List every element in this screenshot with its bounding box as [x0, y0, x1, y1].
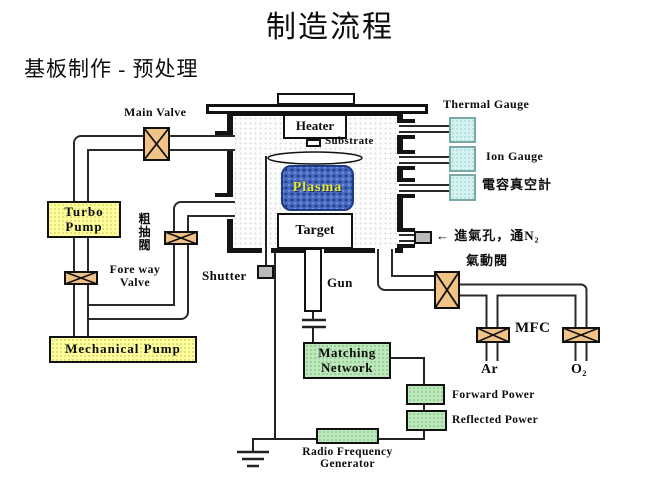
chamber-right-wall [397, 166, 403, 182]
forward-power-box [406, 384, 445, 405]
mfc-ar-valve [476, 327, 510, 343]
page-subtitle: 基板制作 - 预处理 [24, 57, 199, 81]
shutter-box [257, 265, 274, 279]
gun-body [304, 248, 322, 312]
lid-feedthrough [277, 93, 355, 105]
forward-power-label: Forward Power [452, 389, 535, 401]
port-flange [215, 131, 227, 135]
plasma-region: Plasma [281, 165, 354, 211]
thermal-gauge-label: Thermal Gauge [443, 97, 530, 111]
substrate-box [306, 139, 321, 147]
ground-icon [237, 450, 269, 468]
thermal-gauge-box [449, 117, 476, 143]
substrate-label: Substrate [325, 135, 374, 147]
capacitance-gauge-label: 電容真空計 [482, 177, 553, 192]
chamber-bottom-wall [324, 248, 375, 253]
ar-label: Ar [481, 362, 499, 377]
ion-gauge-box [449, 146, 476, 172]
gas-inlet-port [414, 231, 432, 244]
reflected-power-box [406, 410, 447, 431]
matching-network-box: Matching Network [303, 342, 391, 379]
chamber-right-wall [397, 135, 403, 154]
mfc-label: MFC [515, 320, 551, 336]
port-flange [403, 178, 415, 182]
shutter-label: Shutter [202, 268, 247, 283]
mechanical-pump-box: Mechanical Pump [49, 336, 197, 363]
port-flange [403, 244, 415, 248]
main-valve-label: Main Valve [124, 105, 187, 119]
capacitance-gauge-box [449, 174, 476, 201]
chamber-bottom-wall [395, 248, 403, 253]
chamber-right-wall [397, 110, 403, 123]
port-flange [403, 166, 415, 170]
page-title: 制造流程 [266, 11, 394, 44]
chamber-bottom-wall [227, 248, 262, 253]
main-valve [143, 127, 170, 161]
pneumatic-valve [434, 271, 460, 309]
port-flange [403, 194, 415, 198]
chamber-bottom-wall [271, 248, 304, 253]
reflected-power-label: Reflected Power [452, 414, 539, 426]
capacitor-icon [302, 318, 326, 329]
chamber-left-wall [227, 151, 233, 197]
chamber-lid [206, 104, 428, 114]
port-flange [215, 193, 227, 197]
mfc-o2-valve [562, 327, 600, 343]
heater-box: Heater [283, 114, 347, 139]
rf-generator-label: Radio Frequency Generator [302, 446, 393, 471]
chamber-left-wall [227, 110, 233, 135]
chamber-left-wall [227, 219, 233, 253]
target-box: Target [277, 213, 353, 249]
gas-inlet-label: ← 進氣孔，通N₂ [436, 228, 540, 243]
substrate-holder-ellipse [267, 151, 363, 165]
o2-label: O₂ [571, 362, 587, 377]
foreway-valve [64, 271, 98, 285]
port-flange [403, 135, 415, 139]
foreway-valve-label: Fore way Valve [109, 262, 161, 289]
port-flange [403, 119, 415, 123]
port-flange [403, 150, 415, 154]
rough-valve-label: 粗抽閥 [138, 212, 151, 252]
turbo-pump-box: Turbo Pump [47, 201, 121, 238]
pneumatic-valve-label: 氣動閥 [466, 253, 509, 268]
port-flange [403, 228, 415, 232]
rf-generator-box [316, 428, 379, 444]
rough-valve [164, 231, 198, 245]
gun-label: Gun [327, 275, 353, 290]
chamber-right-wall [397, 194, 403, 232]
ion-gauge-label: Ion Gauge [486, 149, 544, 163]
